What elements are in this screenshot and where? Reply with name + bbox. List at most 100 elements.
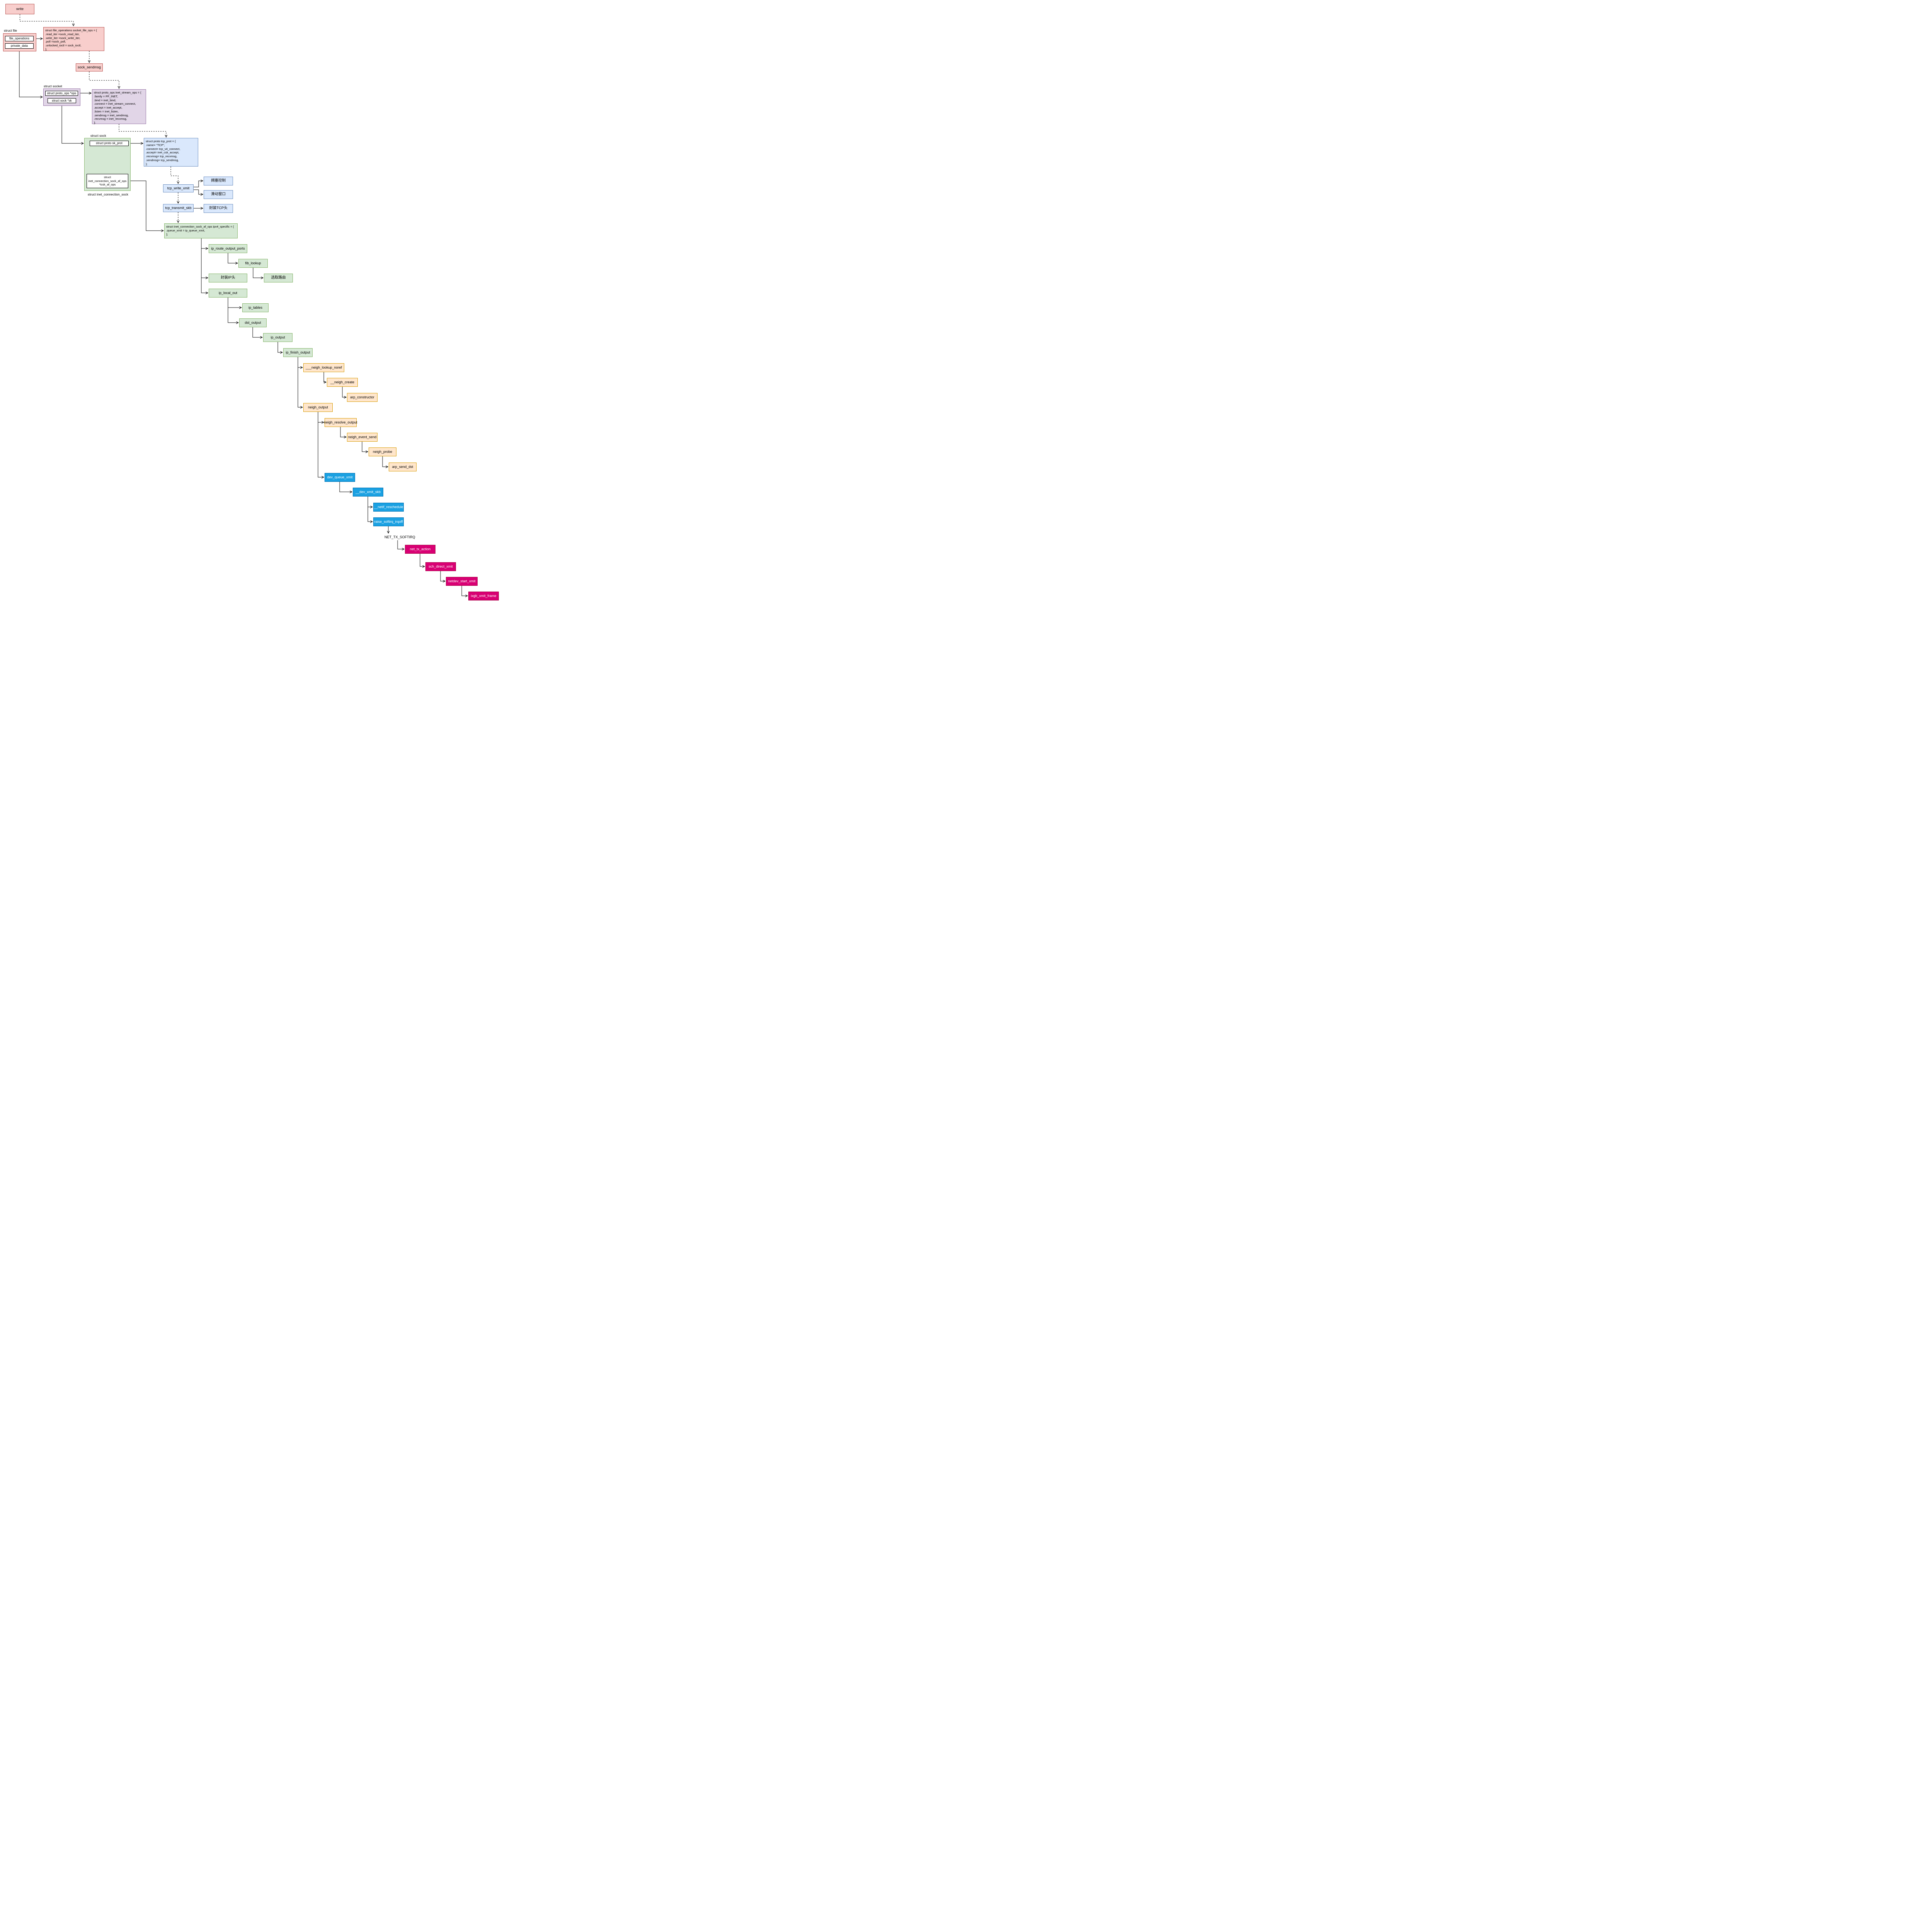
node-ip-local-out: ip_local_out (209, 289, 247, 298)
field-private-data-label: private_data (10, 44, 28, 48)
node-neigh-lookup-noref: ___neigh_lookup_noref (303, 363, 344, 372)
field-proto-ops-label: struct proto_ops *ops (47, 91, 77, 95)
ip-output-label: ip_output (270, 335, 285, 340)
field-sock-sk: struct sock *sk (48, 98, 76, 103)
node-tcp-transmit-skb: tcp_transmit_skb (163, 204, 194, 212)
node-raise-softirq-irqoff: raise_softirq_irqoff (373, 517, 404, 526)
edge-dev-xmit-skb-to-netif-reschedule (367, 497, 372, 507)
ixgb-xmit-frame-label: ixgb_xmit_frame (471, 594, 497, 598)
field-icsk-af-ops: struct inet_connection_sock_af_ops *icsk… (87, 174, 128, 188)
net-tx-softirq-label: NET_TX_SOFTIRQ (384, 535, 415, 539)
node-netdev-start-xmit: netdev_start_xmit (446, 577, 478, 586)
edge-ip-route-to-fib-lookup (228, 253, 238, 263)
field-icsk-af-ops-label: struct inet_connection_sock_af_ops *icsk… (88, 175, 127, 187)
congestion-control-label: 拥塞控制 (211, 179, 226, 183)
tcp-write-xmit-label: tcp_write_xmit (167, 186, 190, 190)
node-dst-output: dst_output (239, 318, 267, 327)
field-proto-ops: struct proto_ops *ops (45, 91, 78, 96)
node-arp-send-dst: arp_send_dst (389, 463, 417, 471)
edge-ipv4-specific-to-ip-local-out (201, 238, 208, 293)
inet-connection-sock-title: struct inet_connection_sock (88, 192, 128, 196)
node-ipv4-specific: struct inet_connection_sock_af_ops ipv4_… (164, 223, 238, 238)
edge-ip-finish-to-neigh-output (298, 357, 303, 407)
field-private-data: private_data (5, 43, 34, 49)
net-tx-action-label: net_tx_action (410, 547, 431, 551)
node-dev-xmit-skb: __dev_xmit_skb (353, 488, 383, 497)
edge-sock-sendmsg-to-inet-stream-ops (89, 71, 119, 88)
tcp-transmit-skb-label: tcp_transmit_skb (165, 206, 192, 210)
ip-local-out-label: ip_local_out (218, 291, 238, 295)
neigh-resolve-output-label: neigh_resolve_output (324, 420, 357, 425)
node-sliding-window: 滑动窗口 (204, 190, 233, 199)
edge-ip-local-out-to-ip-tables (228, 298, 242, 308)
node-write-label: write (16, 7, 24, 11)
edge-neigh-lookup-to-neigh-create (323, 372, 326, 382)
ipv4-specific-code: struct inet_connection_sock_af_ops ipv4_… (166, 225, 234, 236)
node-encap-tcp-header: 封装TCP头 (204, 204, 233, 213)
node-ip-tables: ip_tables (242, 303, 269, 312)
edge-dst-output-to-ip-output (252, 327, 262, 337)
node-socket-file-ops: struct file_operations socket_file_ops =… (43, 27, 104, 51)
netdev-start-xmit-label: netdev_start_xmit (448, 579, 476, 583)
ip-tables-label: ip_tables (248, 306, 263, 310)
edge-tcp-write-xmit-to-sliding-window (194, 189, 203, 194)
node-inet-stream-ops: struct proto_ops inet_stream_ops = { .fa… (92, 89, 146, 124)
node-arp-constructor: arp_constructor (347, 393, 378, 402)
struct-sock-title: struct sock (90, 134, 106, 138)
edge-neigh-event-to-neigh-probe (362, 442, 368, 452)
node-ip-output: ip_output (263, 333, 293, 342)
node-ip-route-output-ports: ip_route_output_ports (209, 244, 247, 253)
field-sock-sk-label: struct sock *sk (52, 99, 72, 102)
node-neigh-event-send: neigh_event_send (347, 433, 378, 442)
edge-tcp-prot-to-tcp-write-xmit (170, 167, 178, 184)
edge-net-tx-softirq-to-net-tx-action (397, 540, 404, 549)
struct-socket-title: struct socket (44, 84, 62, 88)
node-tcp-write-xmit: tcp_write_xmit (163, 184, 194, 192)
edge-fib-lookup-to-select-route (253, 268, 263, 278)
edge-neigh-create-to-arp-constructor (342, 387, 346, 397)
arp-constructor-label: arp_constructor (350, 395, 374, 400)
node-encap-ip-header: 封装IP头 (209, 274, 247, 282)
node-write: write (5, 4, 34, 14)
edge-write-to-socket-file-ops (20, 14, 74, 26)
dev-queue-xmit-label: dev_queue_xmit (327, 475, 353, 480)
edge-sch-direct-to-netdev-start-xmit (440, 571, 445, 581)
field-sk-prot: struct proto sk_prot (90, 141, 129, 146)
edge-ip-output-to-ip-finish-output (277, 342, 282, 352)
node-ip-finish-output: ip_finish_output (283, 348, 313, 357)
neigh-output-label: neigh_output (308, 405, 328, 410)
field-file-operations-label: file_operations (9, 37, 30, 41)
node-select-route: 选取路由 (264, 274, 293, 282)
node-sch-direct-xmit: sch_direct_xmit (425, 562, 456, 571)
encap-tcp-header-label: 封装TCP头 (209, 206, 228, 211)
node-netif-reschedule: __netif_reschedule (373, 503, 404, 512)
ip-route-output-ports-label: ip_route_output_ports (211, 247, 245, 251)
edge-icsk-af-ops-to-ipv4-specific (128, 180, 163, 231)
dst-output-label: dst_output (245, 321, 261, 325)
edge-inet-stream-ops-to-tcp-prot (119, 124, 166, 137)
dev-xmit-skb-label: __dev_xmit_skb (355, 490, 381, 494)
node-neigh-probe: neigh_probe (369, 447, 396, 456)
edge-ipv4-specific-to-ip-header (201, 238, 208, 278)
edge-neigh-probe-to-arp-send-dst (382, 456, 388, 467)
socket-file-ops-code: struct file_operations socket_file_ops =… (45, 29, 97, 51)
arp-send-dst-label: arp_send_dst (392, 465, 413, 469)
edge-ip-finish-to-neigh-lookup (298, 357, 303, 367)
field-sk-prot-label: struct proto sk_prot (96, 141, 122, 145)
sch-direct-xmit-label: sch_direct_xmit (429, 565, 453, 569)
raise-softirq-irqoff-label: raise_softirq_irqoff (374, 520, 403, 524)
edge-neigh-output-to-neigh-resolve (318, 412, 324, 422)
sock-sendmsg-label: sock_sendmsg (77, 65, 101, 70)
edge-neigh-output-to-dev-queue-xmit (318, 412, 324, 477)
edge-sock-sk-to-struct-sock (61, 103, 83, 143)
fib-lookup-label: fib_lookup (245, 261, 261, 265)
edge-dev-queue-xmit-to-dev-xmit-skb (339, 482, 352, 492)
neigh-probe-label: neigh_probe (372, 450, 393, 454)
sliding-window-label: 滑动窗口 (211, 192, 226, 197)
edge-neigh-resolve-to-neigh-event-send (340, 427, 346, 437)
netif-reschedule-label: __netif_reschedule (374, 505, 403, 509)
edge-dev-xmit-skb-to-raise-softirq (367, 497, 372, 522)
diagram-canvas: write struct file file_operations privat… (0, 0, 502, 611)
edge-netdev-start-to-ixgb-xmit-frame (461, 586, 468, 596)
node-dev-queue-xmit: dev_queue_xmit (325, 473, 355, 482)
